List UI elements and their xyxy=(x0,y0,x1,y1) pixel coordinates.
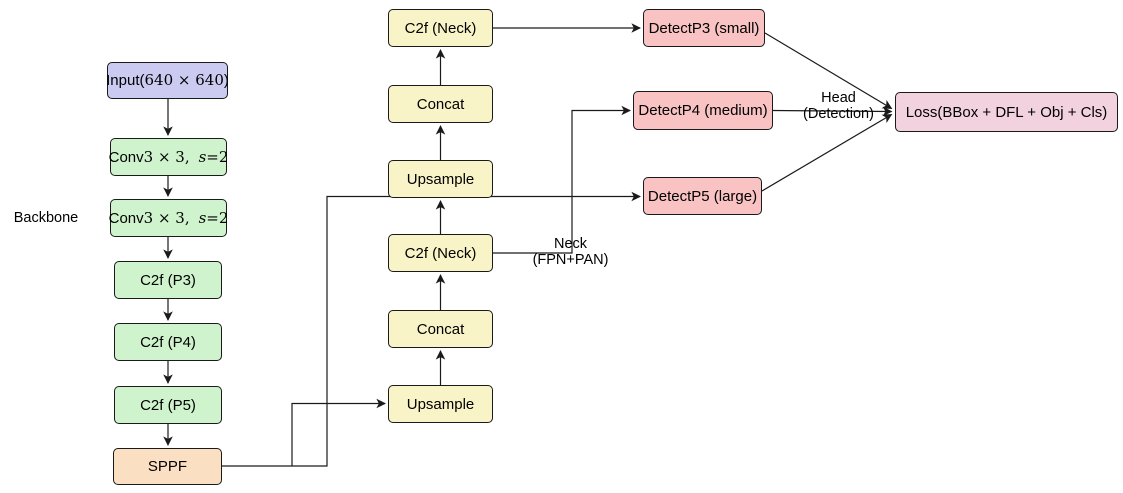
edge-detectp5-loss xyxy=(761,113,893,192)
node-c2f-neck-top-label: C2f (Neck) xyxy=(404,19,477,37)
node-c2f-neck-top: C2f (Neck) xyxy=(388,9,493,47)
node-c2f-p3-label: C2f (P3) xyxy=(140,271,196,289)
node-detect-p4: DetectP4 (medium) xyxy=(633,91,773,130)
node-concat-bottom-label: Concat xyxy=(416,320,465,338)
node-c2f-p5: C2f (P5) xyxy=(114,386,222,424)
head-stage-label-line2: (Detection) xyxy=(803,106,874,122)
node-upsample-bottom-label: Upsample xyxy=(406,395,475,413)
edge-sppf-upsamplebot xyxy=(291,398,386,466)
head-stage-label: Head (Detection) xyxy=(791,90,886,122)
node-conv2: Conv3 × 3, s=2 xyxy=(108,199,229,237)
node-input-label: Input(640 × 640) xyxy=(106,71,229,89)
node-concat-top: Concat xyxy=(388,85,493,123)
node-c2f-p5-label: C2f (P5) xyxy=(140,396,196,414)
node-sppf-label: SPPF xyxy=(147,458,188,475)
node-detect-p5-label: DetectP5 (large) xyxy=(647,187,758,205)
node-upsample-bottom: Upsample xyxy=(388,385,493,423)
node-c2f-neck-bottom-label: C2f (Neck) xyxy=(404,244,477,262)
node-detect-p4-label: DetectP4 (medium) xyxy=(638,102,768,119)
node-detect-p3: DetectP3 (small) xyxy=(643,9,765,47)
node-c2f-p4: C2f (P4) xyxy=(114,323,222,361)
node-conv2-label: Conv3 × 3, s=2 xyxy=(108,208,229,227)
node-conv1: Conv3 × 3, s=2 xyxy=(108,138,229,176)
node-detect-p3-label: DetectP3 (small) xyxy=(648,19,760,37)
edge-c2fneckbot-detectp4 xyxy=(493,105,631,254)
neck-stage-label-line2: (FPN+PAN) xyxy=(532,252,609,268)
neck-stage-label: Neck (FPN+PAN) xyxy=(523,236,618,268)
neck-stage-label-line1: Neck xyxy=(553,236,588,252)
node-input: Input(640 × 640) xyxy=(106,62,229,99)
node-concat-bottom: Concat xyxy=(388,310,493,348)
node-detect-p5: DetectP5 (large) xyxy=(643,177,762,215)
node-upsample-top-label: Upsample xyxy=(406,170,475,188)
backbone-stage-label: Backbone xyxy=(13,210,79,226)
node-sppf: SPPF xyxy=(113,448,222,485)
node-c2f-p4-label: C2f (P4) xyxy=(140,333,196,351)
edge-detectp4-loss xyxy=(772,106,893,117)
node-c2f-p3: C2f (P3) xyxy=(114,261,222,299)
node-c2f-neck-bottom: C2f (Neck) xyxy=(388,234,493,272)
node-upsample-top: Upsample xyxy=(388,160,493,198)
head-stage-label-line1: Head xyxy=(821,90,856,106)
node-loss: Loss(BBox + DFL + Obj + Cls) xyxy=(895,92,1118,132)
edge-detectp3-loss xyxy=(764,32,893,110)
node-conv1-label: Conv3 × 3, s=2 xyxy=(108,147,229,166)
node-concat-top-label: Concat xyxy=(416,95,465,113)
node-loss-label: Loss(BBox + DFL + Obj + Cls) xyxy=(905,103,1108,121)
